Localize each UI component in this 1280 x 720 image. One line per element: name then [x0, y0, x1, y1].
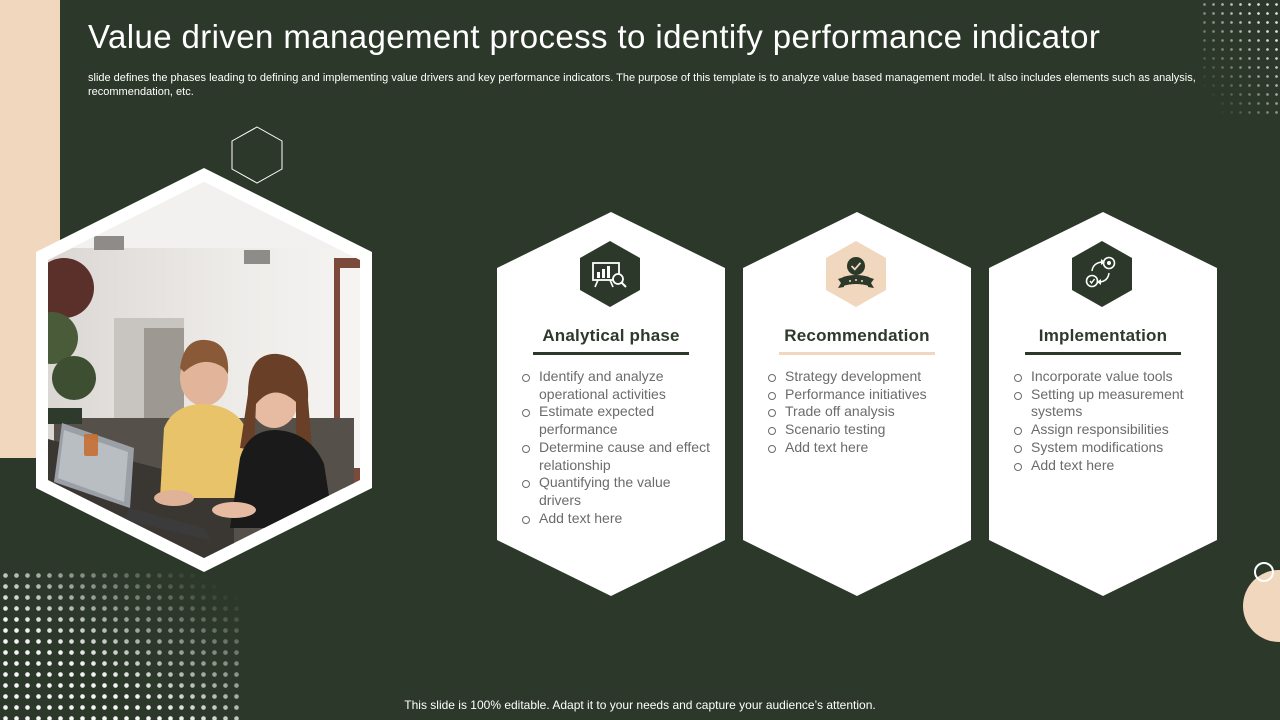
card-hexagon-background	[497, 212, 725, 596]
card-hexagon-background	[743, 212, 971, 596]
phase-card-implementation: Implementation Incorporate value tools S…	[989, 212, 1217, 596]
process-cycle-icon	[1072, 241, 1132, 307]
list-item: Quantifying the value drivers	[521, 474, 711, 509]
list-item: Add text here	[767, 439, 957, 457]
slide-subtitle: slide defines the phases leading to defi…	[88, 72, 1196, 98]
card-hexagon-background	[989, 212, 1217, 596]
list-item: Add text here	[521, 510, 711, 528]
team-photo-hexagon	[36, 168, 372, 572]
heading-underline	[779, 352, 935, 355]
phase-card-analytical: Analytical phase Identify and analyze op…	[497, 212, 725, 596]
card-heading: Implementation	[1038, 326, 1168, 345]
list-item: Trade off analysis	[767, 403, 957, 421]
slide-title: Value driven management process to ident…	[88, 18, 1101, 55]
list-item: Add text here	[1013, 457, 1203, 475]
phase-card-recommendation: Recommendation Strategy development Perf…	[743, 212, 971, 596]
heading-underline	[1025, 352, 1181, 355]
list-item: Incorporate value tools	[1013, 368, 1203, 386]
card-bullet-list: Strategy development Performance initiat…	[767, 368, 957, 457]
outline-circle-decoration	[1254, 562, 1274, 582]
card-heading: Recommendation	[784, 326, 930, 345]
card-bullet-list: Identify and analyze operational activit…	[521, 368, 711, 527]
list-item: System modifications	[1013, 439, 1203, 457]
card-heading: Analytical phase	[542, 326, 680, 345]
list-item: Determine cause and effect relationship	[521, 439, 711, 474]
list-item: Strategy development	[767, 368, 957, 386]
chart-analysis-icon	[580, 241, 640, 307]
slide-footer: This slide is 100% editable. Adapt it to…	[404, 698, 876, 712]
list-item: Identify and analyze operational activit…	[521, 368, 711, 403]
dot-pattern-top-right	[1200, 0, 1280, 120]
list-item: Scenario testing	[767, 421, 957, 439]
heading-underline	[533, 352, 689, 355]
list-item: Estimate expected performance	[521, 403, 711, 438]
dot-pattern-bottom-left	[0, 570, 245, 720]
list-item: Assign responsibilities	[1013, 421, 1203, 439]
approval-ribbon-icon	[826, 241, 886, 307]
card-bullet-list: Incorporate value tools Setting up measu…	[1013, 368, 1203, 474]
outline-hexagon-decoration	[231, 126, 283, 184]
list-item: Setting up measurement systems	[1013, 386, 1203, 421]
list-item: Performance initiatives	[767, 386, 957, 404]
